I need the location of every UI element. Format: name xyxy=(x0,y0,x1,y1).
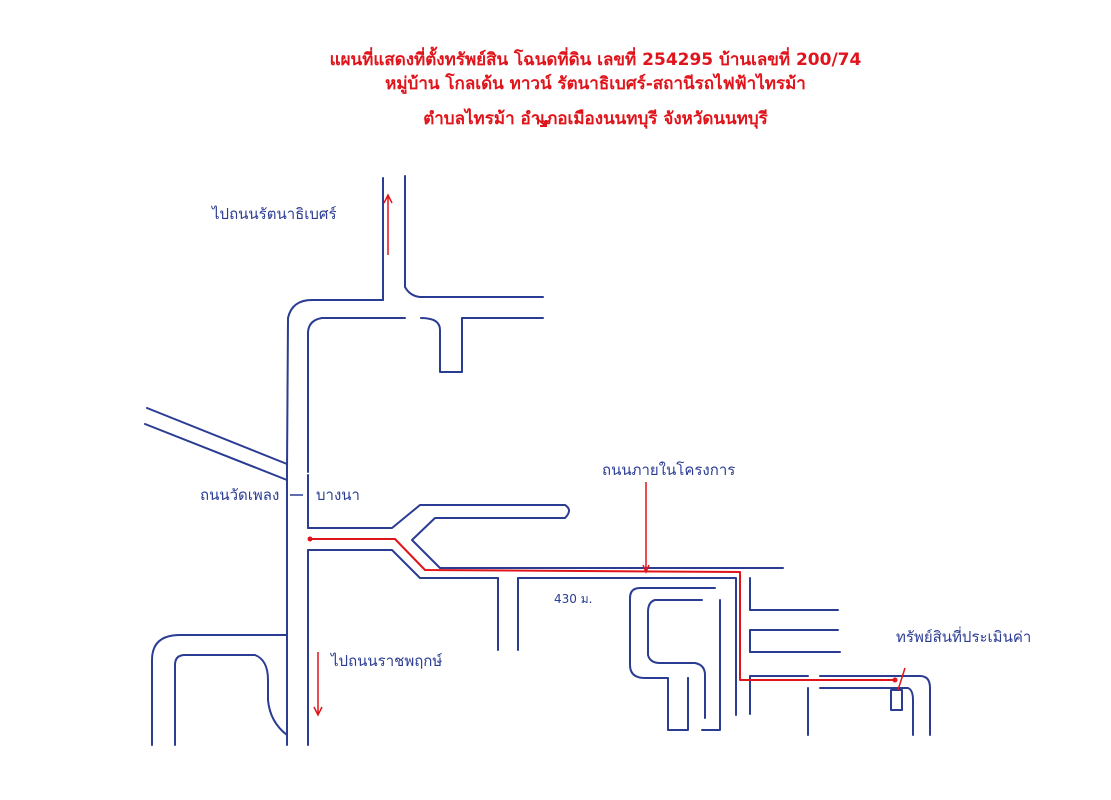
label-road-watphleng: ถนนวัดเพลง xyxy=(200,486,280,504)
label-road-in-project: ถนนภายในโครงการ xyxy=(602,461,736,479)
road-bottom-left-outer xyxy=(151,634,288,746)
road-main-right-edge xyxy=(307,317,406,473)
map-title-line-1: แผนที่แสดงที่ตั้งทรัพย์สิน โฉนดที่ดิน เล… xyxy=(329,50,862,70)
map-title-line-3: ตำบลไทรม้า อำเภอเมืองนนทบุรี จังหวัดนนทบ… xyxy=(423,109,768,129)
road-loop-outer xyxy=(629,587,716,731)
road-right-branch-3-inner2 xyxy=(819,687,914,736)
route-line xyxy=(310,538,895,681)
map-title-line-2: หมู่บ้าน โกลเด้น ทาวน์ รัตนาธิเบศร์-สถาน… xyxy=(385,74,806,94)
route-end-dot xyxy=(892,677,898,683)
pointer-property-icon xyxy=(897,667,906,691)
road-loop-outer-2 xyxy=(701,599,721,731)
route-start-dot xyxy=(307,536,313,542)
road-diagonal-top xyxy=(146,407,288,465)
road-east-bottom-edge-2 xyxy=(517,577,737,589)
road-top-branch-stub xyxy=(420,317,463,373)
label-to-ratchaphruek: ไปถนนราชพฤกษ์ xyxy=(331,652,443,670)
road-east-top-edge xyxy=(307,504,784,569)
arrow-up-icon xyxy=(383,193,393,255)
road-top-branch xyxy=(404,286,544,298)
property-plot xyxy=(890,689,903,711)
arrow-down-icon xyxy=(313,652,323,717)
road-east-bottom-edge xyxy=(307,549,499,579)
label-road-bangkhanun: บางนา xyxy=(316,486,360,504)
road-right-branch-3 xyxy=(819,675,931,736)
road-diagonal-bottom xyxy=(144,423,288,481)
cursor-mark-icon xyxy=(535,117,547,127)
road-bottom-left-inner xyxy=(174,654,288,746)
label-to-rattanathibet: ไปถนนรัตนาธิเบศร์ xyxy=(212,205,337,223)
label-distance: 430 ม. xyxy=(554,592,593,606)
road-main-left-edge xyxy=(286,299,384,746)
pointer-road-project-icon xyxy=(642,482,650,574)
label-property: ทรัพย์สินที่ประเมินค่า xyxy=(896,628,1032,646)
road-loop-inner xyxy=(647,599,706,719)
